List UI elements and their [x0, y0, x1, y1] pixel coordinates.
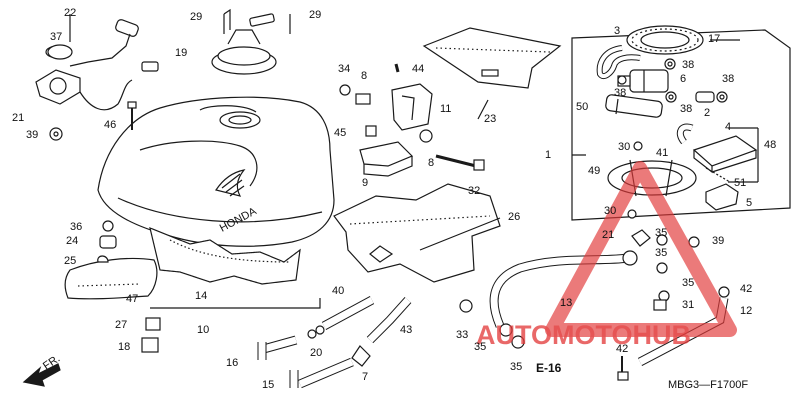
fuel-tank	[97, 96, 335, 247]
watermark-text: AUTOMOTOHUB	[476, 320, 691, 350]
seat-mat	[422, 27, 562, 89]
part-label-p29a: 29	[190, 11, 202, 23]
part-label-p42a: 42	[740, 283, 752, 295]
part-label-p22: 22	[64, 7, 76, 19]
part-label-p37: 37	[50, 31, 62, 43]
part-label-p47: 47	[126, 293, 138, 305]
part-label-p4: 4	[725, 121, 731, 133]
watermark: AUTOMOTOHUB	[476, 161, 737, 350]
part-label-p33: 33	[456, 329, 468, 341]
part-label-p21b: 21	[602, 229, 614, 241]
part-label-p43: 43	[400, 324, 412, 336]
part-label-p10: 10	[197, 324, 209, 336]
part-label-p18: 18	[118, 341, 130, 353]
part-label-p8a: 8	[361, 70, 367, 82]
part-label-p35b: 35	[655, 247, 667, 259]
part-label-p49: 49	[588, 165, 600, 177]
part-label-p51: 51	[734, 177, 746, 189]
part-label-p11: 11	[440, 103, 451, 115]
part-label-p25: 25	[64, 255, 76, 267]
part-label-p36: 36	[70, 221, 82, 233]
part-label-p20: 20	[310, 347, 322, 359]
pump-assembly-box	[571, 29, 791, 221]
side-pad	[64, 257, 158, 300]
part-label-p35a: 35	[655, 227, 667, 239]
part-label-p7: 7	[362, 371, 368, 383]
part-label-p35e: 35	[510, 361, 522, 373]
part-label-p30b: 30	[604, 205, 616, 217]
part-label-p38c: 38	[680, 103, 692, 115]
part-label-p9: 9	[362, 177, 368, 189]
part-label-p45: 45	[334, 127, 346, 139]
tank-insulator	[149, 227, 301, 285]
frame-mat	[333, 183, 501, 283]
small-grommets	[97, 220, 161, 353]
part-label-p8b: 8	[428, 157, 434, 169]
part-label-p1: 1	[545, 149, 551, 161]
part-label-p27: 27	[115, 319, 127, 331]
part-label-p50: 50	[576, 101, 588, 113]
part-label-p12: 12	[740, 305, 752, 317]
part-label-p13: 13	[560, 297, 572, 309]
diagram-code: MBG3—F1700F	[668, 379, 748, 391]
part-label-p35c: 35	[682, 277, 694, 289]
filler-cap	[211, 8, 291, 75]
part-label-p38d: 38	[722, 73, 734, 85]
reference-label: E-16	[536, 361, 562, 375]
part-label-p44: 44	[412, 63, 424, 75]
part-label-p39b: 39	[712, 235, 724, 247]
part-label-p19: 19	[175, 47, 187, 59]
part-label-p2: 2	[704, 107, 710, 119]
part-label-p35d: 35	[474, 341, 486, 353]
part-label-p40: 40	[332, 285, 344, 297]
part-label-p48: 48	[764, 139, 776, 151]
part-label-p31: 31	[682, 299, 694, 311]
part-label-p23: 23	[484, 113, 496, 125]
part-label-p21a: 21	[12, 112, 24, 124]
part-label-p17: 17	[708, 33, 720, 45]
part-label-p39a: 39	[26, 129, 38, 141]
part-label-p26: 26	[508, 211, 520, 223]
part-label-p38b: 38	[614, 87, 626, 99]
fuel-pump	[605, 94, 663, 118]
part-label-p34: 34	[338, 63, 350, 75]
fuel-sender-unit	[692, 135, 758, 174]
part-label-p42b: 42	[616, 343, 628, 355]
part-label-p29b: 29	[309, 9, 321, 21]
part-label-p14: 14	[195, 290, 207, 302]
tank-hinge-bracket	[359, 83, 433, 177]
part-label-p3: 3	[614, 25, 620, 37]
part-labels: 1234567889101112131415161718192021212223…	[12, 7, 776, 391]
part-label-p41: 41	[656, 147, 668, 159]
pump-gasket-plate	[626, 25, 704, 55]
part-label-p16: 16	[226, 357, 238, 369]
part-label-p32: 32	[468, 185, 480, 197]
part-label-p15: 15	[262, 379, 274, 391]
part-label-p46: 46	[104, 119, 116, 131]
front-direction-arrow	[22, 363, 61, 387]
part-label-p5: 5	[746, 197, 752, 209]
part-label-p38a: 38	[682, 59, 694, 71]
warning-triangle-icon	[545, 161, 737, 337]
part-label-p24: 24	[66, 235, 78, 247]
part-label-p6: 6	[680, 73, 686, 85]
part-label-p30a: 30	[618, 141, 630, 153]
